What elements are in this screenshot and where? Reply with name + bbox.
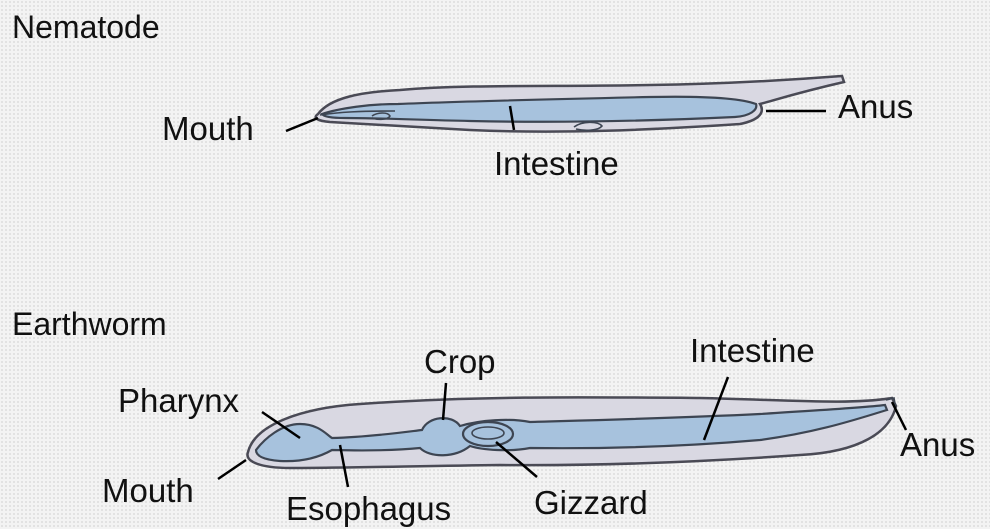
- earthworm-gizzard-organ: [463, 422, 513, 446]
- earthworm-anus-label: Anus: [900, 426, 975, 463]
- nematode-intestine-label: Intestine: [494, 145, 619, 182]
- nematode-figure: Nematode Mouth Intestine Anus: [12, 9, 913, 182]
- earthworm-gizzard-label: Gizzard: [534, 484, 648, 521]
- earthworm-pharynx-label: Pharynx: [118, 382, 240, 419]
- nematode-title: Nematode: [12, 9, 160, 45]
- earthworm-esophagus-label: Esophagus: [286, 490, 451, 527]
- nematode-anus-label: Anus: [838, 88, 913, 125]
- earthworm-title: Earthworm: [12, 306, 167, 342]
- earthworm-mouth-leader: [218, 460, 246, 479]
- earthworm-crop-label: Crop: [424, 343, 496, 380]
- earthworm-mouth-label: Mouth: [102, 472, 194, 509]
- nematode-mouth-label: Mouth: [162, 110, 254, 147]
- nematode-mouth-leader: [286, 118, 318, 131]
- earthworm-intestine-label: Intestine: [690, 332, 815, 369]
- earthworm-figure: Earthworm Pharynx Crop Intestine Mouth E…: [12, 306, 975, 527]
